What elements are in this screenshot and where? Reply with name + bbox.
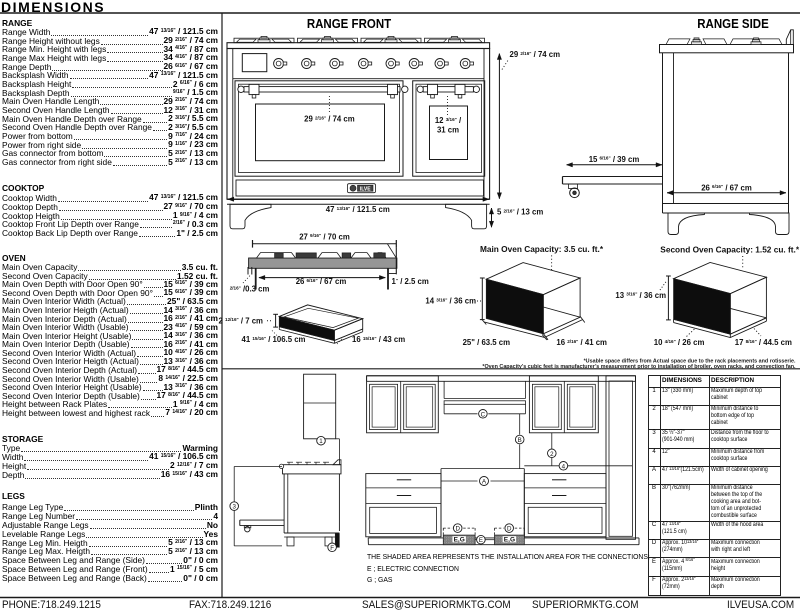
svg-text:16 2/16"​ / 41 cm: 16 2/16"​ / 41 cm [556, 338, 607, 347]
svg-text:31 cm: 31 cm [437, 125, 459, 134]
svg-text:26 6/16"​ / 67 cm: 26 6/16"​ / 67 cm [701, 183, 752, 192]
svg-text:29 2/16"​ / 74 cm: 29 2/16"​ / 74 cm [510, 50, 561, 59]
svg-text:2 12/16"​ / 7 cm: 2 12/16"​ / 7 cm [219, 316, 264, 325]
svg-text:ILVE: ILVE [360, 186, 371, 192]
svg-text:15 6/16"​ / 39 cm: 15 6/16"​ / 39 cm [589, 155, 640, 164]
svg-text:D: D [507, 526, 512, 533]
svg-text:E,G: E,G [504, 537, 515, 544]
svg-text:29 2/16"​ / 74 cm: 29 2/16"​ / 74 cm [304, 115, 355, 124]
svg-text:2: 2 [550, 451, 554, 458]
svg-text:26 6/16"​ / 67 cm: 26 6/16"​ / 67 cm [296, 277, 347, 286]
svg-text:25" / 63.5 cm: 25" / 63.5 cm [463, 338, 511, 347]
svg-text:5 2/16"​ / 13 cm: 5 2/16"​ / 13 cm [497, 208, 543, 217]
svg-text:4: 4 [562, 463, 566, 470]
svg-text:10 4/16"​ / 26 cm: 10 4/16"​ / 26 cm [654, 338, 705, 347]
svg-text:E,G: E,G [454, 537, 465, 544]
svg-text:47 13/16"​ / 121.5 cm: 47 13/16"​ / 121.5 cm [326, 205, 390, 214]
svg-text:A: A [482, 479, 487, 486]
svg-text:C: C [481, 411, 486, 418]
svg-text:41 15/16"​ / 106.5 cm: 41 15/16"​ / 106.5 cm [242, 335, 306, 344]
svg-text:F: F [330, 545, 334, 552]
svg-text:1"​ / 2.5 cm: 1"​ / 2.5 cm [392, 277, 429, 286]
svg-text:12 3/16"​ /: 12 3/16"​ / [435, 116, 462, 125]
svg-text:Second Oven Capacity: 1.52 cu.: Second Oven Capacity: 1.52 cu. ft.* [660, 245, 800, 255]
svg-text:17 8/16"​ / 44.5 cm: 17 8/16"​ / 44.5 cm [735, 338, 792, 347]
svg-text:2/16"​ /0.3 cm: 2/16"​ /0.3 cm [230, 285, 270, 294]
svg-text:27 9/16"​ / 70 cm: 27 9/16"​ / 70 cm [299, 232, 350, 241]
svg-text:E: E [479, 537, 483, 544]
svg-text:1: 1 [319, 438, 323, 445]
svg-text:D: D [455, 526, 460, 533]
svg-text:Main Oven Capacity: 3.5 cu. ft: Main Oven Capacity: 3.5 cu. ft.* [480, 244, 604, 254]
svg-text:*Oven Capacity’s cubic feet is: *Oven Capacity’s cubic feet is manufactu… [482, 364, 796, 370]
svg-text:3: 3 [232, 504, 236, 511]
svg-text:16 15/16"​ / 43 cm: 16 15/16"​ / 43 cm [352, 335, 405, 344]
svg-text:B: B [518, 437, 522, 444]
svg-text:14 3/16"​ / 36 cm: 14 3/16"​ / 36 cm [425, 297, 476, 306]
svg-text:13 3/16"​ / 36 cm: 13 3/16"​ / 36 cm [615, 291, 666, 300]
